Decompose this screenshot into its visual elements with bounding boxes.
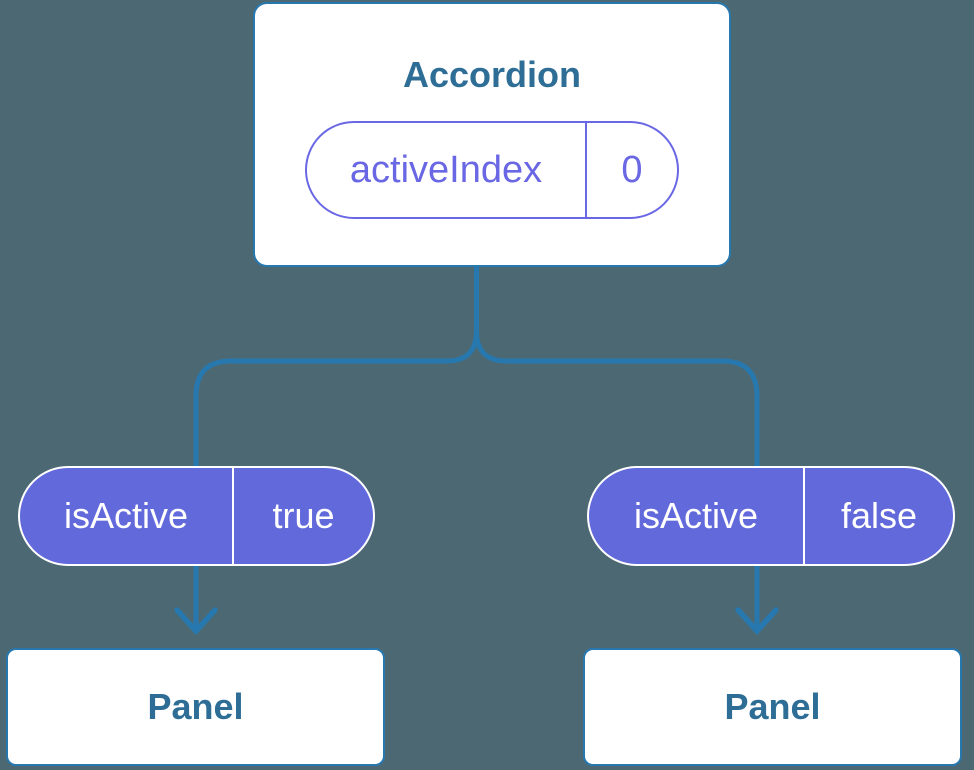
left-arrowhead-icon xyxy=(174,607,218,636)
state-name: activeIndex xyxy=(307,123,587,218)
state-value: 0 xyxy=(621,148,643,191)
prop-pill-left: isActive true xyxy=(18,466,375,566)
prop-pill-right: isActive false xyxy=(587,466,955,566)
tree-edge-right xyxy=(474,267,760,628)
prop-name-right: isActive xyxy=(589,468,805,564)
accordion-node: Accordion activeIndex 0 xyxy=(253,2,731,267)
panel-node-right: Panel xyxy=(583,648,962,766)
panel-node-left-title: Panel xyxy=(147,686,244,728)
panel-node-left: Panel xyxy=(6,648,385,766)
prop-name-left: isActive xyxy=(20,468,234,564)
state-pill: activeIndex 0 xyxy=(305,121,679,220)
accordion-node-title: Accordion xyxy=(402,54,581,95)
prop-value-left: true xyxy=(272,495,335,536)
tree-edge-left xyxy=(193,267,479,628)
right-arrowhead-icon xyxy=(735,607,779,636)
panel-node-right-title: Panel xyxy=(724,686,821,728)
prop-value-right: false xyxy=(840,495,918,536)
